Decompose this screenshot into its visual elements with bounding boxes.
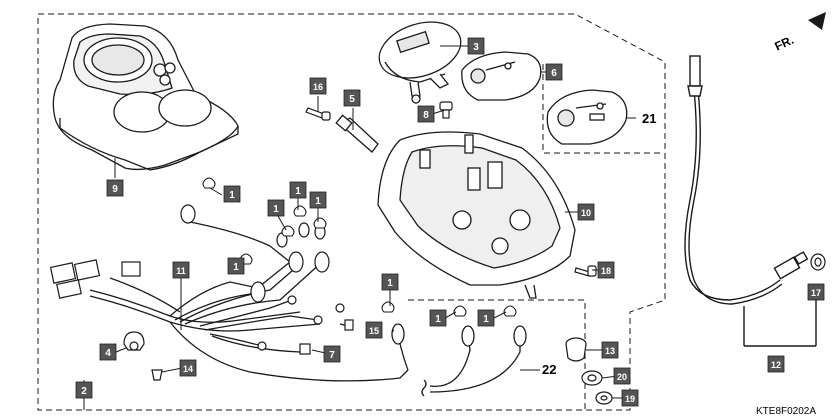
- callout-16: 16: [309, 77, 327, 95]
- callout-number: 19: [625, 394, 635, 404]
- wire-harness-part: [89, 221, 409, 382]
- callout-18: 18: [597, 261, 615, 279]
- bulb-socket-part: [335, 114, 379, 153]
- callout-4: 4: [99, 343, 117, 361]
- callout-8: 8: [417, 105, 435, 123]
- front-direction-arrow: FR.: [772, 12, 826, 54]
- screw-16-part: [305, 107, 331, 121]
- callout-number: 18: [601, 266, 611, 276]
- callout-number: 9: [112, 184, 118, 195]
- washer-20-part: [581, 370, 603, 386]
- callout-number: 4: [105, 348, 111, 359]
- callout-9: 9: [106, 179, 124, 197]
- callout-number: 12: [771, 360, 781, 370]
- screw-18-part: [574, 265, 597, 277]
- label-21: 21: [642, 111, 656, 126]
- leader-lines: [83, 45, 636, 410]
- meter-lens-part: [378, 21, 462, 104]
- callout-number: 14: [183, 364, 193, 374]
- connector-15-part: [391, 323, 409, 371]
- callout-number: 5: [349, 94, 355, 105]
- callout-number: 13: [605, 346, 615, 356]
- label-22: 22: [542, 362, 556, 377]
- callout-20: 20: [613, 367, 631, 385]
- meter-case-part: [377, 131, 576, 299]
- front-direction-label: FR.: [772, 33, 795, 54]
- grommet-13-part: [565, 337, 587, 362]
- nut-19-part: [595, 391, 613, 405]
- callout-1: 1: [227, 257, 245, 275]
- callout-number: 1: [483, 314, 489, 325]
- callout-19: 19: [621, 389, 639, 407]
- callout-14: 14: [179, 359, 197, 377]
- callout-15: 15: [365, 321, 383, 339]
- meter-cover-part: [52, 23, 239, 171]
- callout-1: 1: [289, 181, 307, 199]
- callout-1: 1: [477, 309, 495, 327]
- callout-number: 2: [81, 386, 87, 397]
- callout-1: 1: [223, 185, 241, 203]
- callout-number: 1: [435, 314, 441, 325]
- callout-number: 11: [176, 266, 186, 276]
- screw-8-part: [439, 101, 453, 119]
- sub-harness-part: [421, 325, 527, 397]
- callout-number: 16: [313, 82, 323, 92]
- callout-5: 5: [343, 89, 361, 107]
- callout-7: 7: [323, 345, 341, 363]
- callout-number: 1: [295, 186, 301, 197]
- alt-meter-plate-part: [546, 89, 628, 145]
- callout-number: 17: [811, 288, 821, 298]
- callout-number: 1: [273, 204, 279, 215]
- callout-number: 6: [551, 68, 557, 79]
- clip-14-part: [151, 369, 163, 381]
- callout-1: 1: [309, 191, 327, 209]
- washer-17-part: [810, 253, 826, 271]
- callout-6: 6: [545, 63, 563, 81]
- callout-17: 17: [807, 283, 825, 301]
- callout-1: 1: [267, 199, 285, 217]
- callout-number: 1: [229, 190, 235, 201]
- callout-number: 7: [329, 350, 335, 361]
- callout-12: 12: [767, 355, 785, 373]
- callout-3: 3: [467, 37, 485, 55]
- callout-2: 2: [75, 381, 93, 399]
- harness-connectors: [49, 204, 354, 355]
- callout-number: 3: [473, 42, 479, 53]
- clamp-4-part: [123, 331, 145, 351]
- callout-number: 15: [369, 326, 379, 336]
- callout-number: 1: [387, 278, 393, 289]
- callout-number: 8: [423, 110, 429, 121]
- meter-plate-part: [461, 51, 542, 101]
- callout-number: 20: [617, 372, 627, 382]
- callout-13: 13: [601, 341, 619, 359]
- callout-1: 1: [381, 273, 399, 291]
- callout-1: 1: [429, 309, 447, 327]
- callout-number: 10: [581, 208, 591, 218]
- speedometer-cable-part: [684, 55, 817, 347]
- callout-number: 1: [315, 196, 321, 207]
- diagram-code: KTE8F0202A: [756, 406, 816, 417]
- callout-11: 11: [172, 261, 190, 279]
- callout-10: 10: [577, 203, 595, 221]
- callout-number: 1: [233, 262, 239, 273]
